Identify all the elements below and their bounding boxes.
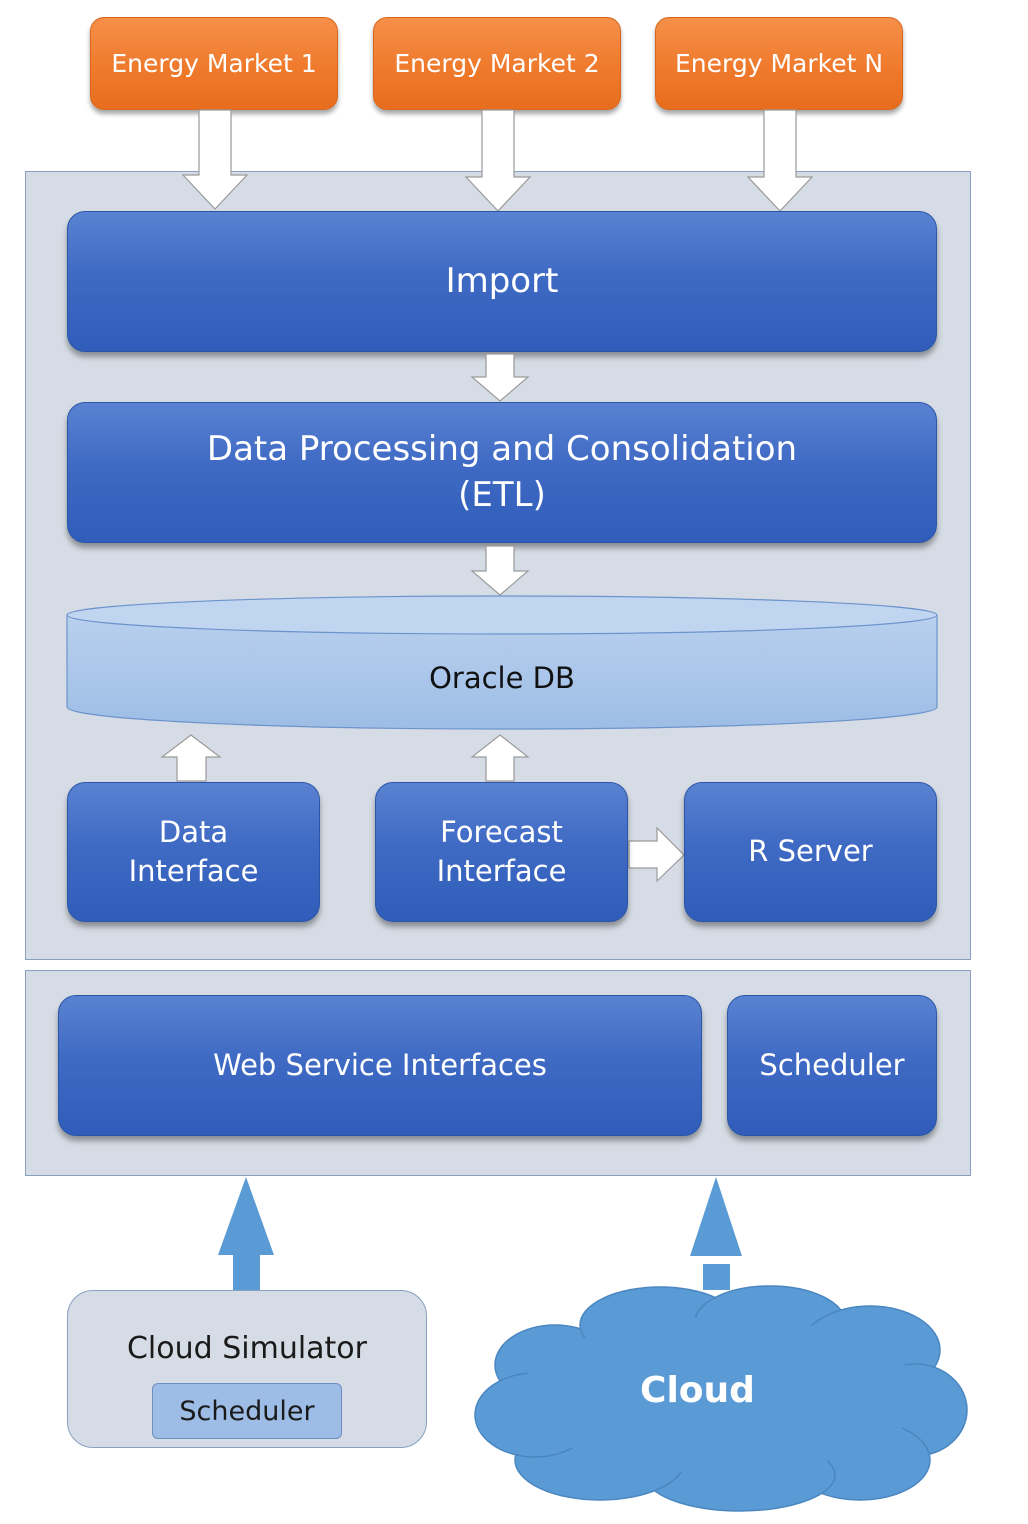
inner-arrows <box>160 353 685 883</box>
down-arrow-market-n <box>746 109 814 212</box>
up-arrow-cloud-simulator <box>218 1177 274 1290</box>
up-arrow-cloud-stem <box>703 1264 730 1290</box>
oracle-db-label: Oracle DB <box>429 661 575 695</box>
energy-market-n: Energy Market N <box>655 17 903 110</box>
down-arrow-market-1 <box>181 109 249 210</box>
cloud-simulator-scheduler-label: Scheduler <box>179 1395 315 1427</box>
forecast-interface-box: Forecast Interface <box>375 782 628 922</box>
cloud-simulator-title: Cloud Simulator <box>126 1330 367 1366</box>
data-interface-box: Data Interface <box>67 782 320 922</box>
data-interface-line1: Data <box>158 814 229 849</box>
cloud-shape <box>474 1285 968 1512</box>
scheduler-box: Scheduler <box>727 995 937 1136</box>
etl-label-line1: Data Processing and Consolidation <box>206 428 798 469</box>
web-service-interfaces-label: Web Service Interfaces <box>213 1047 547 1082</box>
down-arrow-market-2 <box>464 109 532 212</box>
cloud-label: Cloud <box>640 1369 755 1411</box>
oracle-db-cylinder <box>66 595 938 730</box>
r-server-label: R Server <box>748 834 873 869</box>
up-arrow-forecast-interface <box>470 734 530 782</box>
web-service-interfaces-box: Web Service Interfaces <box>58 995 702 1136</box>
etl-box: Data Processing and Consolidation (ETL) <box>67 402 937 543</box>
down-arrow-import-etl <box>470 353 530 402</box>
client-arrows <box>218 1177 742 1290</box>
import-box: Import <box>67 211 937 352</box>
down-arrow-etl-db <box>470 545 530 596</box>
up-arrow-cloud <box>690 1177 742 1256</box>
energy-market-2-label: Energy Market 2 <box>394 49 600 78</box>
r-server-box: R Server <box>684 782 937 922</box>
cloud-simulator-scheduler: Scheduler <box>152 1383 342 1439</box>
forecast-interface-line1: Forecast <box>440 814 563 849</box>
energy-market-1: Energy Market 1 <box>90 17 338 110</box>
market-arrows <box>181 109 814 212</box>
etl-label-line2: (ETL) <box>458 474 546 515</box>
energy-market-n-label: Energy Market N <box>674 49 884 78</box>
scheduler-label: Scheduler <box>759 1047 905 1082</box>
import-label: Import <box>445 260 559 301</box>
data-interface-line2: Interface <box>128 854 259 888</box>
right-arrow-forecast-rserver <box>628 826 685 883</box>
energy-market-1-label: Energy Market 1 <box>111 49 317 78</box>
forecast-interface-line2: Interface <box>436 854 567 888</box>
up-arrow-data-interface <box>160 734 222 782</box>
